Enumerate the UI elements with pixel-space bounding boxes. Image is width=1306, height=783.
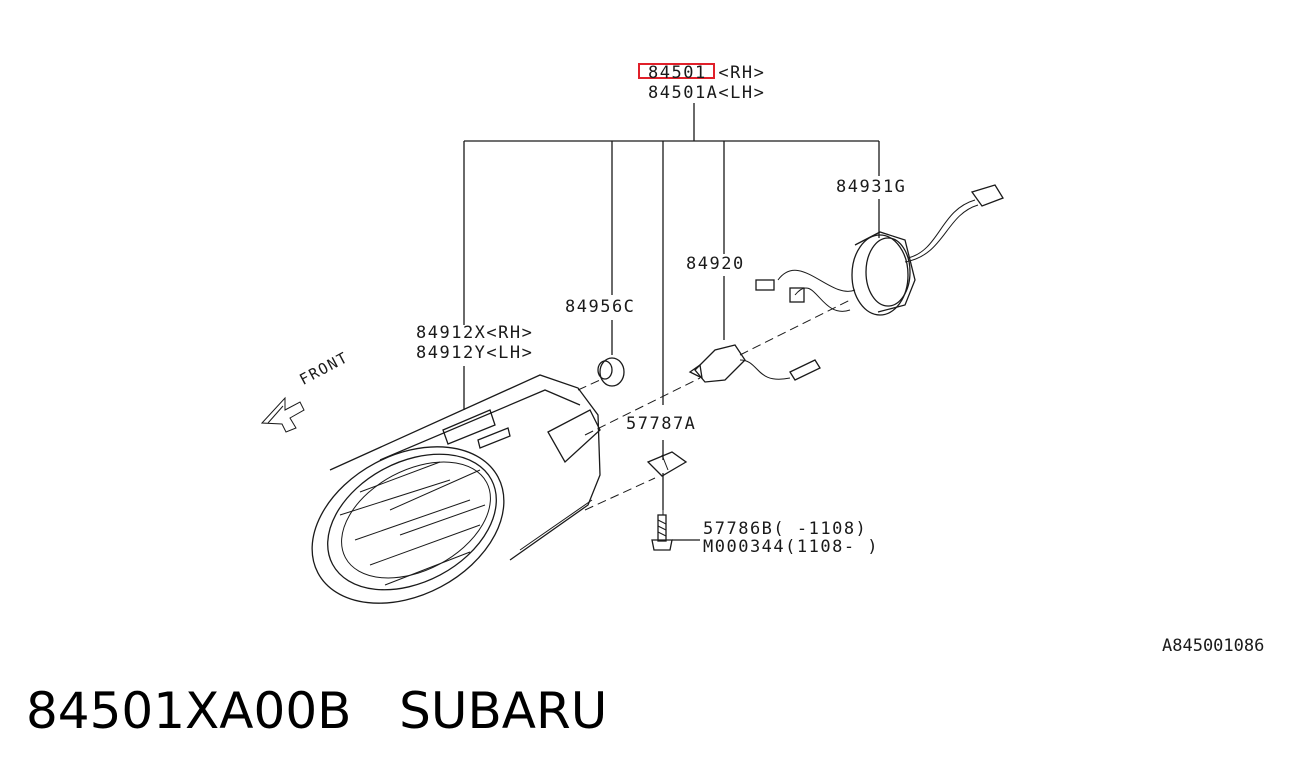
part-title: 84501XA00B SUBARU xyxy=(26,682,607,740)
callout-bolt-a: 57786B( -1108) xyxy=(703,519,868,539)
fog-lamp-body xyxy=(311,374,601,604)
socket-housing-part xyxy=(755,184,1004,316)
part-number: 84501XA00B xyxy=(26,682,352,740)
callout-bulb: 84920 xyxy=(686,254,745,274)
reference-code: A845001086 xyxy=(1162,636,1265,656)
callout-main-rh: 84501 <RH> xyxy=(648,63,766,83)
callout-housing: 84931G xyxy=(836,177,907,197)
callout-bolt-b: M000344(1108- ) xyxy=(703,537,880,557)
grommet-part xyxy=(597,357,625,387)
bulb-part xyxy=(688,344,821,383)
front-arrow-icon xyxy=(260,396,305,433)
callout-nut: 57787A xyxy=(626,414,697,434)
assembly-dashed-lines xyxy=(577,299,851,515)
callout-grommet: 84956C xyxy=(565,297,636,317)
brand-name: SUBARU xyxy=(399,682,608,740)
callout-main-lh: 84501A<LH> xyxy=(648,83,766,103)
highlight-box xyxy=(638,63,715,79)
callout-lamp-lh: 84912Y<LH> xyxy=(416,343,534,363)
clip-nut-part xyxy=(646,451,688,477)
callout-lamp-rh: 84912X<RH> xyxy=(416,323,534,343)
bolt-part xyxy=(651,514,673,551)
leader-lines xyxy=(463,103,880,541)
